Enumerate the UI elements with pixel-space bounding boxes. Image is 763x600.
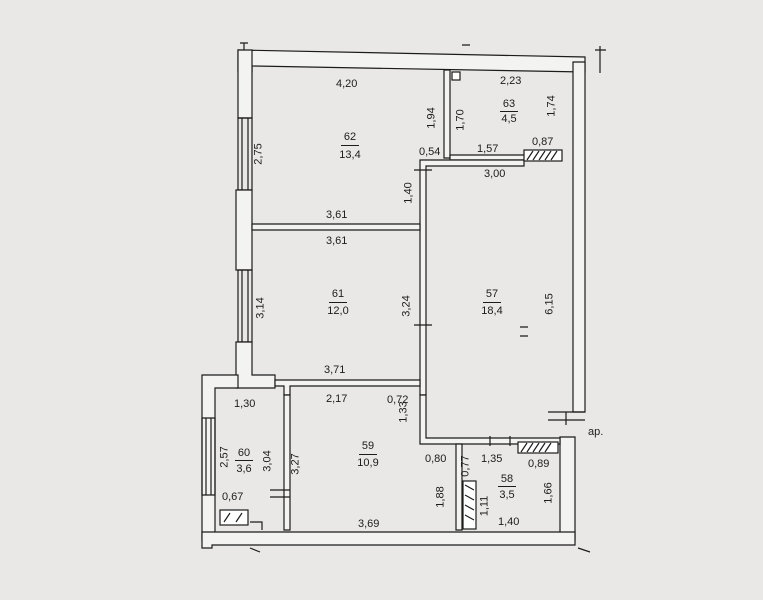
window-1 [237,117,253,191]
dim-label: 1,70 [454,109,467,131]
dim-label: 0,77 [459,455,472,477]
room-62-number: 62 [343,131,357,143]
dim-label: 3,27 [289,453,302,475]
dim-label: 1,30 [234,398,256,410]
outer-wall-left-low [235,341,276,389]
room-60-divider [235,460,253,461]
window-3 [201,417,216,496]
apartment-annotation: ар. [588,426,604,438]
dim-label: 1,40 [402,182,415,204]
dim-label: 3,24 [400,295,413,317]
dim-label: 3,14 [254,297,267,319]
wall-58-left [455,443,463,531]
outer-wall-left-top [237,49,253,119]
wall-62-63 [443,69,451,159]
room-62-area: 13,4 [339,149,361,161]
room-62-divider [341,145,359,146]
room-59-divider [359,454,377,455]
dim-label: 3,61 [326,235,348,247]
dim-label: 1,33 [397,401,410,423]
room-57-divider [483,302,501,303]
door-mark [489,436,511,446]
vent-shaft-58-vertical [462,480,477,530]
vent-shaft-63 [523,149,563,162]
dim-label: 3,69 [358,518,380,530]
room-58-number: 58 [500,473,514,485]
dim-label: 0,54 [419,146,441,158]
dim-label: 2,23 [500,75,522,87]
room-58-divider [498,486,516,487]
dim-label: 2,75 [252,143,265,165]
dim-label: 1,40 [498,516,520,528]
room-61-divider [329,302,347,303]
vent-shaft-58 [517,441,559,454]
dim-label: 4,20 [336,78,358,90]
door-mark [270,489,290,498]
room-61-area: 12,0 [327,305,349,317]
room-57-number: 57 [485,288,499,300]
room-60-area: 3,6 [236,463,252,475]
door-mark [548,411,585,425]
wall-63-bottom [449,154,531,161]
room-63-divider [500,111,518,112]
dim-label: 1,11 [478,495,491,517]
vent-shaft-60 [219,509,249,526]
dim-label: 1,35 [481,453,503,465]
wall-59-60 [283,394,291,531]
dim-label: 6,15 [543,293,556,315]
dim-label: 0,80 [425,453,447,465]
dim-label: 1,88 [434,486,447,508]
room-63-area: 4,5 [501,113,517,125]
wall-57-59 [419,394,561,445]
room-60-number: 60 [237,447,251,459]
outer-wall-top [237,49,586,73]
outer-wall-right-lower [559,436,576,541]
room-57-area: 18,4 [481,305,503,317]
dim-label: 1,94 [425,107,438,129]
dim-label: 2,17 [326,393,348,405]
dim-label: 0,67 [222,491,244,503]
outer-wall-right [572,61,586,413]
wall-break-mark [595,46,606,73]
room-58-area: 3,5 [499,489,515,501]
wall-break-mark [249,547,591,553]
wall-62-57 [419,159,525,396]
room-61-number: 61 [331,288,345,300]
dim-label: 1,74 [545,95,558,117]
dim-label: 0,87 [532,136,554,148]
dim-label: 0,72 [387,394,409,406]
dim-label: 1,66 [542,482,555,504]
room-59-area: 10,9 [357,457,379,469]
room-59-number: 59 [361,440,375,452]
dim-label: 2,57 [218,446,231,468]
outer-wall-left-mid [235,189,253,271]
door-mark [250,521,263,530]
dim-label: 3,04 [261,450,274,472]
dim-label: 1,57 [477,143,499,155]
dim-label: 0,89 [528,458,550,470]
wall-61-59 [274,379,421,396]
dim-label: 3,00 [484,168,506,180]
door-mark [520,326,528,337]
dim-label: 3,61 [326,209,348,221]
vent-small-63 [451,71,461,81]
room-63-number: 63 [502,98,516,110]
outer-wall-bottom [201,531,576,549]
window-2 [237,269,253,343]
wall-62-61 [251,223,421,231]
dim-label: 3,71 [324,364,346,376]
